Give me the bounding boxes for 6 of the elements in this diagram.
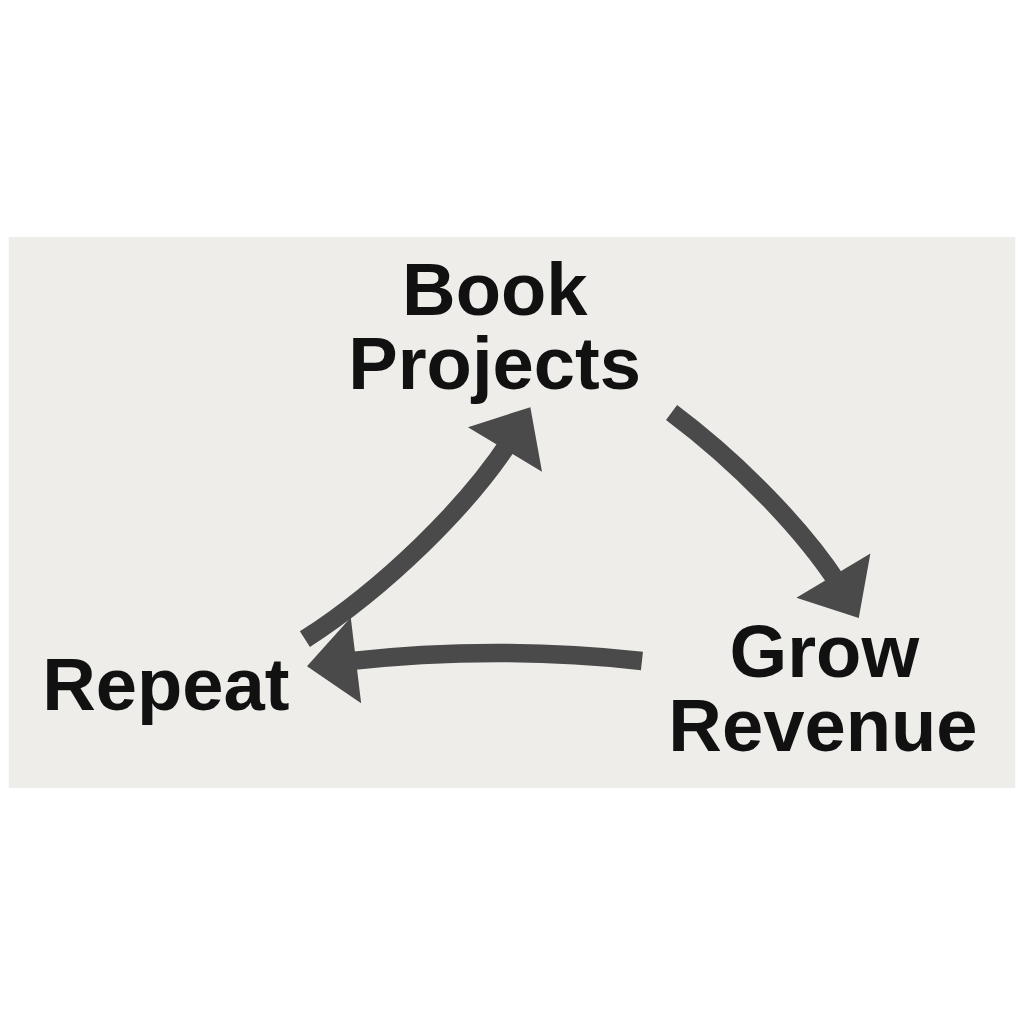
node-text: Repeat: [42, 642, 290, 726]
arrow: [307, 617, 643, 703]
node-text: Grow Revenue: [668, 609, 978, 767]
arrow: [299, 406, 542, 647]
node-text: Book Projects: [348, 247, 642, 405]
arrow: [665, 404, 871, 618]
